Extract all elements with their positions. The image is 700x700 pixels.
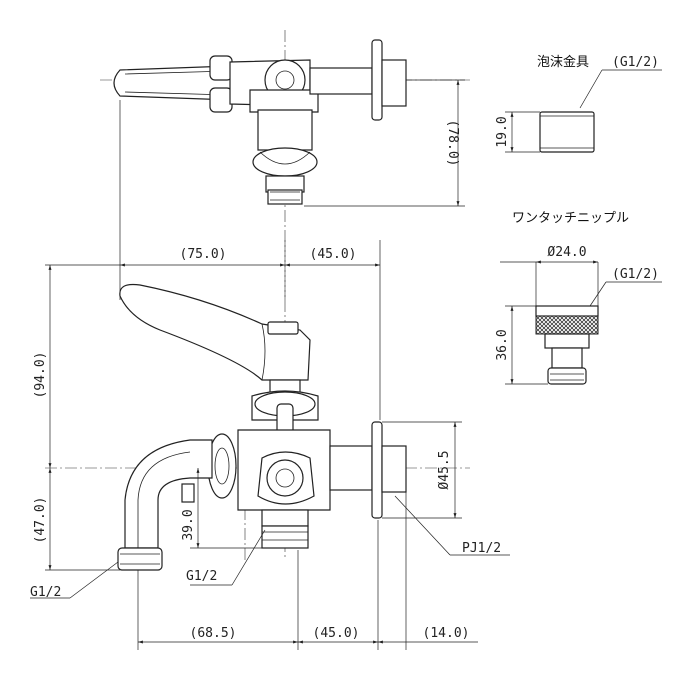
foam-fitting-thread: (G1/2)	[612, 55, 659, 70]
dim-top-view-height: (78.0)	[445, 120, 460, 167]
foam-fitting-view	[505, 69, 662, 153]
dim-flange-depth: (14.0)	[423, 626, 470, 641]
dim-outlet-height: 39.0	[181, 509, 196, 540]
dim-flange-diameter: Ø45.5	[437, 450, 452, 489]
label-spout-thread: G1/2	[30, 585, 61, 600]
label-outlet-thread: G1/2	[186, 569, 217, 584]
dimension-lines	[30, 79, 510, 650]
foam-fitting-labels: 泡沫金具 (G1/2) 19.0	[495, 54, 659, 148]
one-touch-nipple-labels: ワンタッチニップル Ø24.0 (G1/2) 36.0	[495, 211, 659, 361]
one-touch-nipple-thread: (G1/2)	[612, 267, 659, 282]
dim-total-height: (94.0)	[33, 352, 48, 399]
one-touch-nipple-height: 36.0	[495, 329, 510, 360]
foam-fitting-height: 19.0	[495, 116, 510, 147]
dim-spout-height: (47.0)	[33, 497, 48, 544]
front-view	[45, 240, 470, 571]
top-view	[100, 30, 470, 300]
dim-body-to-outlet-top: (45.0)	[310, 247, 357, 262]
label-inlet-thread: PJ1/2	[462, 541, 501, 556]
dimension-labels: (78.0) (75.0) (45.0) (94.0) (47.0) 39.0 …	[30, 120, 501, 641]
dim-body-to-outlet-bottom: (45.0)	[313, 626, 360, 641]
one-touch-nipple-view	[500, 260, 662, 385]
one-touch-nipple-diameter: Ø24.0	[547, 245, 586, 260]
one-touch-nipple-title: ワンタッチニップル	[512, 211, 629, 226]
dim-spout-reach: (68.5)	[190, 626, 237, 641]
foam-fitting-title: 泡沫金具	[537, 54, 589, 70]
dim-handle-reach: (75.0)	[180, 247, 227, 262]
